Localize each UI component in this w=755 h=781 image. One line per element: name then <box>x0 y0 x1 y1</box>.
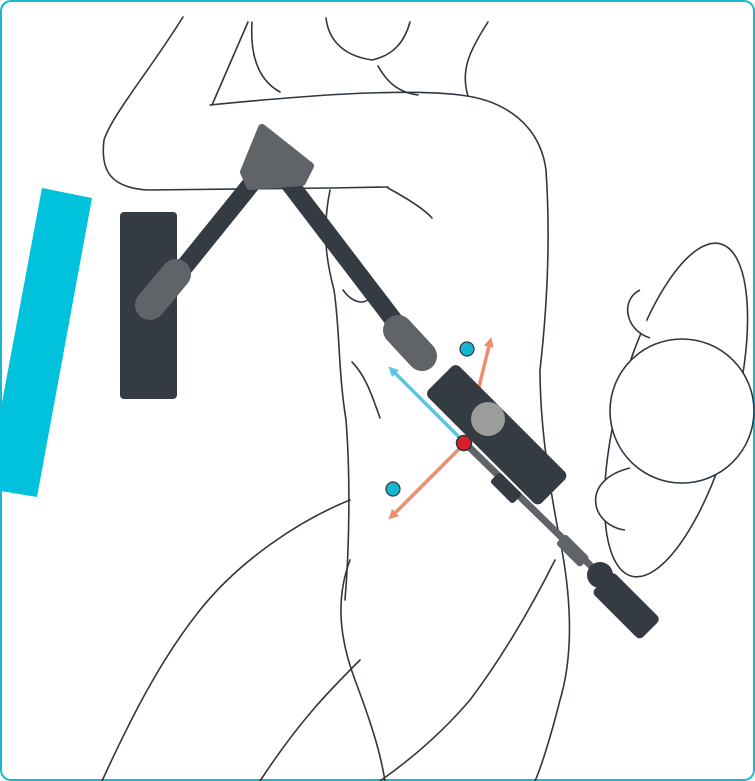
cyan-marker-icon <box>460 342 474 356</box>
instrument-hub <box>471 402 505 436</box>
cyan-marker-icon <box>386 482 400 496</box>
entry-point-icon <box>457 436 472 451</box>
